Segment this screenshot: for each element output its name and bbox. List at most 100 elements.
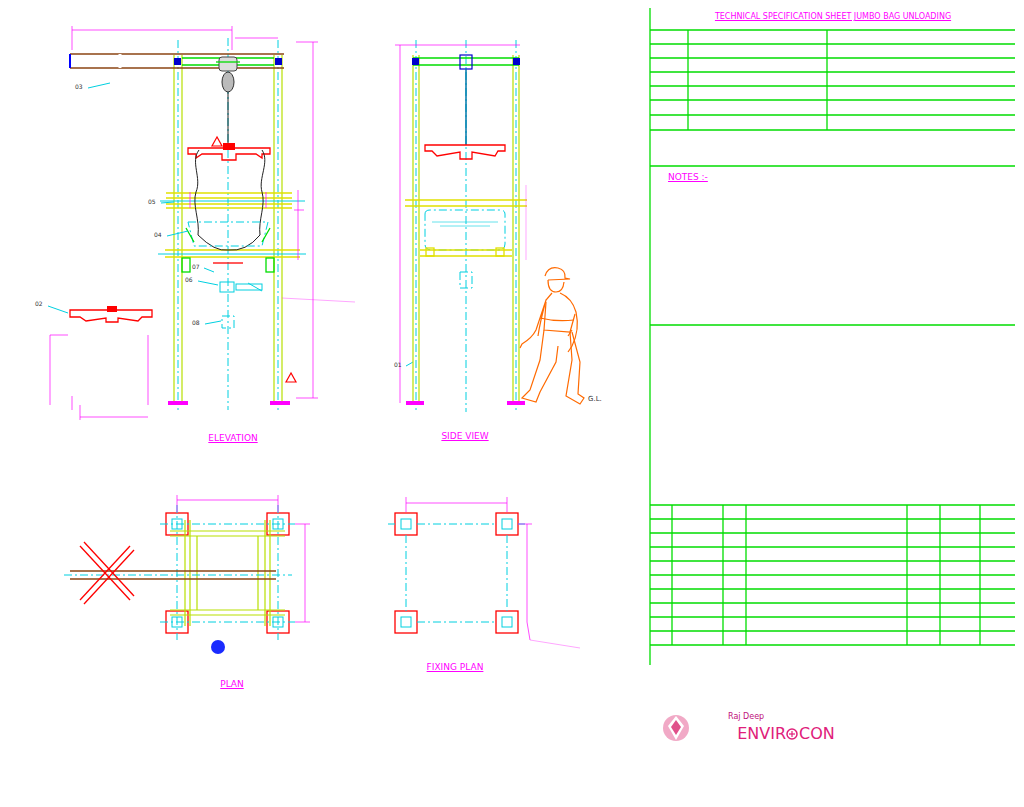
elevation-frame — [158, 38, 306, 410]
spec-table-part — [650, 29, 1015, 30]
elevation-frame-part — [273, 55, 274, 403]
leader-lines-part — [161, 202, 174, 203]
logo-text: ENVIR — [737, 725, 786, 743]
elevation-frame-part — [173, 55, 174, 403]
elevation-frame-part — [178, 40, 179, 410]
plan-view-part — [177, 505, 178, 640]
company-logo-part — [787, 729, 797, 739]
leader-lines-part — [48, 306, 68, 313]
plan-view-part — [177, 500, 278, 501]
hopper-part — [286, 373, 296, 382]
side-view-frame-part — [512, 55, 513, 403]
side-view-frame — [395, 40, 527, 412]
monorail-beam-part — [174, 58, 181, 65]
side-view-frame-part — [412, 55, 413, 403]
side-view-frame-part — [413, 57, 519, 58]
spec-table-part — [687, 30, 688, 130]
callout-number: 06 — [185, 277, 193, 284]
plan-view-part — [160, 622, 295, 623]
jumbo-bag-part — [195, 150, 265, 250]
spec-table-part — [650, 518, 1015, 519]
dimension-lines-part — [266, 192, 267, 208]
logo-text: Raj Deep — [728, 713, 764, 722]
fixing-plan-view-part — [507, 535, 508, 611]
side-view-frame-part — [413, 64, 519, 65]
side-view-frame-part — [460, 272, 472, 288]
plan-view-part — [177, 495, 178, 512]
callout-number: 08 — [192, 320, 200, 327]
hopper — [182, 222, 296, 382]
hoist — [216, 57, 240, 145]
operator-figure-part — [520, 293, 552, 348]
side-view-frame-part — [416, 40, 417, 410]
hopper-part — [266, 258, 274, 272]
side-view-frame-part — [418, 55, 419, 403]
dimension-lines-part — [298, 190, 299, 260]
dimension-lines-part — [294, 210, 304, 211]
callout-number: 04 — [154, 232, 162, 239]
fixing-plan-view-part — [417, 622, 496, 623]
side-view-frame-part — [425, 210, 505, 250]
elevation-frame-part — [270, 401, 290, 405]
side-view-frame-part — [405, 199, 527, 200]
dimension-lines-part — [313, 42, 314, 398]
spreader-detail-part — [72, 396, 73, 410]
side-view-frame-part — [526, 185, 527, 260]
fixing-plan-view-part — [401, 519, 411, 529]
side-view-frame-part — [405, 205, 527, 206]
side-view-frame-part — [406, 401, 424, 405]
plan-view-part — [80, 546, 130, 600]
spec-table-part — [650, 546, 1015, 547]
operator-figure — [520, 268, 584, 404]
hopper-part — [188, 222, 268, 246]
hopper-part — [222, 316, 234, 328]
fixing-plan-view-part — [530, 640, 580, 648]
spec-table-part — [650, 644, 1015, 645]
operator-figure-part — [540, 318, 574, 321]
spec-table-part — [906, 505, 907, 645]
leader-lines-part — [204, 268, 214, 272]
company-logo-part — [668, 716, 684, 740]
spec-table-part — [939, 505, 940, 645]
fixing-plan-view-part — [417, 524, 496, 525]
spec-table-part — [650, 165, 1015, 166]
side-view-frame-part — [412, 58, 419, 65]
hopper-part — [186, 228, 270, 242]
leader-lines-part — [406, 362, 413, 366]
spec-table-part — [650, 71, 1015, 72]
side-view-frame-part — [465, 69, 467, 145]
plan-view-part — [70, 578, 276, 580]
spec-table-part — [650, 57, 1015, 58]
dimension-lines-part — [232, 26, 233, 50]
fixing-plan-view — [388, 497, 580, 648]
dimension-lines-part — [282, 298, 355, 302]
spec-table-part — [650, 99, 1015, 100]
monorail-beam-part — [70, 67, 284, 69]
spreader-detail — [50, 306, 152, 420]
view-title: PLAN — [220, 680, 244, 690]
plan-view-part — [70, 570, 276, 572]
plan-view-part — [278, 505, 279, 640]
view-title: FIXING PLAN — [427, 663, 484, 673]
hopper-part — [182, 258, 190, 272]
elevation-frame-part — [166, 203, 292, 204]
sheet-title: TECHNICAL SPECIFICATION SHEET JUMBO BAG … — [715, 13, 951, 22]
plan-view-part — [305, 524, 306, 622]
side-view-frame-part — [412, 45, 520, 46]
leader-lines-part — [198, 281, 218, 285]
spreader-detail-part — [50, 335, 68, 336]
fixing-plan-view-part — [406, 497, 407, 512]
plan-view-part — [278, 495, 279, 512]
leader-lines — [48, 83, 413, 366]
dimension-lines-part — [235, 38, 278, 39]
spec-table-part — [650, 324, 1015, 325]
side-view-frame-part — [460, 55, 472, 69]
ground-level: G.L. — [588, 396, 602, 404]
elevation-frame-part — [168, 401, 188, 405]
elevation-frame-part — [160, 201, 305, 202]
fixing-plan-view-part — [502, 519, 512, 529]
callout-number: 01 — [394, 362, 402, 369]
spec-table-part — [826, 30, 827, 130]
